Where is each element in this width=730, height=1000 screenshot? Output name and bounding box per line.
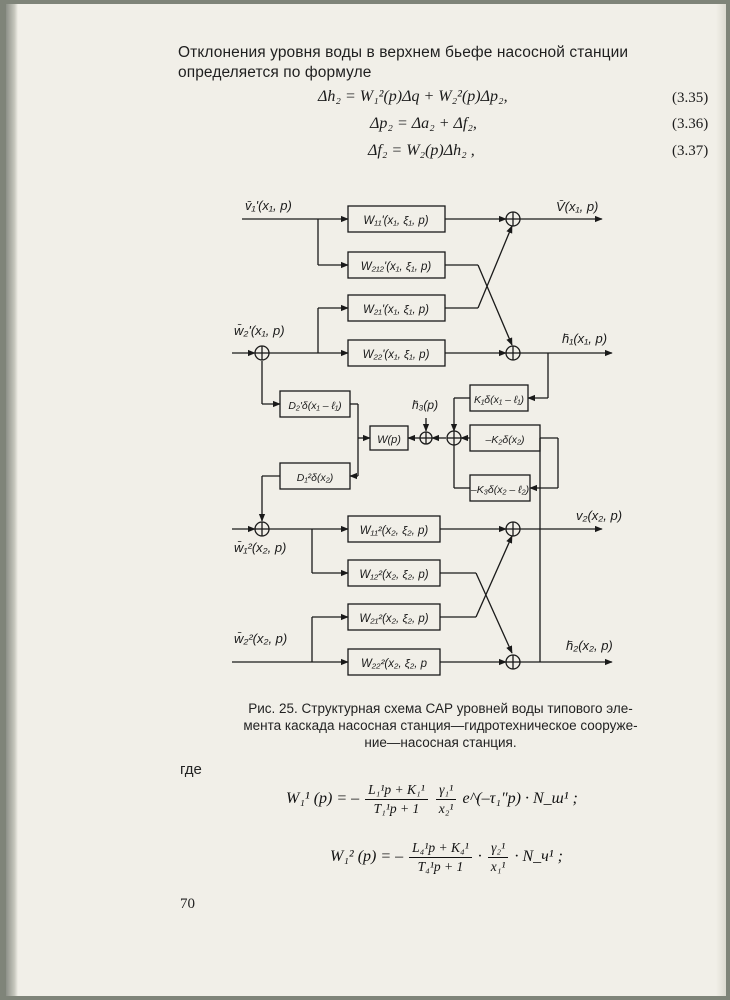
equation-3-37: Δf₂ = W₂(p)Δh₂ ,: [368, 142, 475, 159]
formula-2-fraction-a: L₄¹p + K₄¹ T₄¹p + 1: [409, 840, 472, 875]
formula-1-tail: e^(–τ₁″p) · N_ш¹ ;: [462, 790, 578, 808]
signal-h3-input: h̄₃(p): [412, 398, 438, 412]
formula-2-numerator-b: γ₂¹: [487, 840, 509, 858]
block-w22-2: W₂₂²(x₂, ξ₂, p: [361, 658, 428, 670]
paragraph-line-1: Отклонения уровня воды в верхнем бьефе н…: [178, 44, 629, 61]
page-number: 70: [180, 896, 195, 912]
block-k2: –K₂δ(x₂): [485, 434, 525, 446]
signal-v-output: V̄(x₁, p): [556, 199, 598, 214]
caption-line-3: ние—насосная станция.: [364, 735, 517, 750]
signal-v2-output: v₂(x₂, p): [576, 508, 622, 523]
equation-number-3-37: (3.37): [672, 143, 709, 159]
block-d1: D₁²δ(x₂): [297, 472, 333, 484]
signal-w1-2-input: w̄₁²(x₂, p): [234, 540, 286, 555]
caption-line-2: мента каскада насосная станция—гидротехн…: [243, 718, 638, 733]
block-k3: –K₃δ(x₂ – ℓ₂): [470, 484, 529, 496]
block-w12-2: W₁₂²(x₂, ξ₂, p): [359, 569, 428, 581]
equation-3-35: Δh₂ = W₁²(p)Δq + W₂²(p)Δp₂,: [318, 88, 508, 105]
block-w212-1: W₂₁₂'(x₁, ξ₁, p): [361, 261, 432, 273]
block-w21-2: W₂₁²(x₂, ξ₂, p): [359, 613, 428, 625]
formula-1-numerator-a: L₁¹p + K₁¹: [365, 782, 428, 800]
formula-1-fraction-b: γ₁¹ x₂¹: [435, 782, 457, 817]
formula-2-lhs: W₁² (p) = –: [330, 848, 404, 866]
block-w21-1: W₂₁'(x₁, ξ₁, p): [363, 304, 429, 316]
where-label: где: [180, 761, 202, 778]
signal-h1-output: h̄₁(x₁, p): [562, 331, 607, 346]
formula-w1-1: W₁¹ (p) = – L₁¹p + K₁¹ T₁¹p + 1 γ₁¹ x₂¹ …: [286, 782, 578, 817]
page-edge-shadow: [716, 4, 726, 996]
block-w-p: W(p): [377, 434, 401, 446]
formula-1-fraction-a: L₁¹p + K₁¹ T₁¹p + 1: [365, 782, 428, 817]
formula-2-fraction-b: γ₂¹ x₁¹: [487, 840, 509, 875]
formula-1-denominator-b: x₂¹: [438, 801, 454, 816]
signal-w2-1-input: w̄₂'(x₁, p): [234, 323, 285, 338]
block-k1: K₁δ(x₁ – ℓ₁): [474, 394, 524, 406]
formula-1-lhs: W₁¹ (p) = –: [286, 790, 360, 808]
signal-v1-input: v̄₁'(x₁, p): [245, 198, 292, 213]
book-page: [6, 4, 726, 996]
figure-caption: Рис. 25. Структурная схема САР уровней в…: [218, 700, 663, 751]
block-w22-1: W₂₂'(x₁, ξ₁, p): [363, 349, 430, 361]
equation-number-3-35: (3.35): [672, 90, 709, 106]
equation-3-36: Δp₂ = Δa₂ + Δf₂,: [370, 115, 477, 132]
equation-number-3-36: (3.36): [672, 116, 709, 132]
caption-line-1: Рис. 25. Структурная схема САР уровней в…: [248, 701, 633, 716]
formula-2-denominator-a: T₄¹p + 1: [417, 859, 464, 874]
signal-w2-2-input: w̄₂²(x₂, p): [234, 631, 287, 646]
signal-h2-output: h̄₂(x₂, p): [566, 638, 613, 653]
formula-2-numerator-a: L₄¹p + K₄¹: [409, 840, 472, 858]
paragraph-line-2: определяется по формуле: [178, 64, 372, 81]
formula-1-numerator-b: γ₁¹: [435, 782, 457, 800]
formula-w1-2: W₁² (p) = – L₄¹p + K₄¹ T₄¹p + 1 · γ₂¹ x₁…: [330, 840, 563, 875]
formula-2-denominator-b: x₁¹: [490, 859, 506, 874]
formula-2-dot: ·: [477, 848, 482, 866]
block-d2: D₂'δ(x₁ – ℓ₁): [288, 400, 341, 412]
block-w11-1: W₁₁'(x₁, ξ₁, p): [363, 215, 428, 227]
block-w11-2: W₁₁²(x₂, ξ₂, p): [360, 525, 429, 537]
page-spine-shadow: [6, 4, 18, 996]
formula-1-denominator-a: T₁¹p + 1: [373, 801, 420, 816]
formula-2-tail: · N_ч¹ ;: [514, 848, 563, 866]
